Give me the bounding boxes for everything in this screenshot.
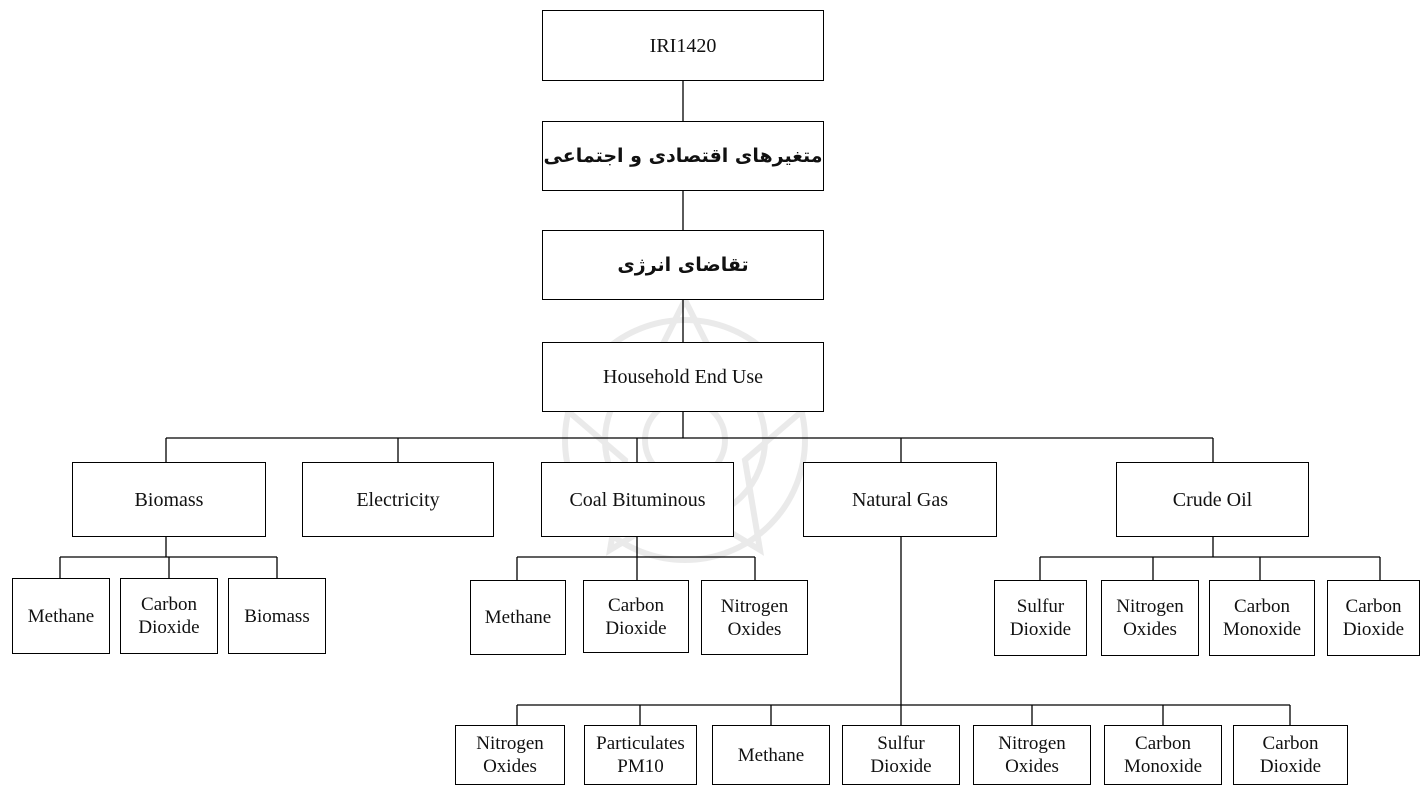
node-label-line-1: Carbon	[1135, 733, 1191, 754]
node-natural-gas: Natural Gas	[803, 462, 997, 537]
node-label-line-2: Monoxide	[1222, 619, 1302, 640]
node-label-line-2: Dioxide	[605, 617, 667, 639]
node-electricity: Electricity	[302, 462, 494, 537]
node-biomass-biomass: Biomass	[228, 578, 326, 654]
node-label: Household End Use	[603, 366, 763, 388]
node-label: متغیرهای اقتصادی و اجتماعی	[543, 145, 823, 167]
node-label: Methane	[484, 607, 552, 628]
node-energy-demand: تقاضای انرژی	[542, 230, 824, 300]
node-label: Natural Gas	[851, 488, 949, 511]
node-coal-nitrogen-oxides: Nitrogen Oxides	[701, 580, 808, 655]
node-coal-methane: Methane	[470, 580, 566, 655]
node-label: IRI1420	[649, 34, 717, 57]
node-biomass: Biomass	[72, 462, 266, 537]
node-label-line-2: PM10	[617, 756, 664, 777]
node-label-line-2: Dioxide	[1342, 619, 1405, 640]
node-label-line-1: Nitrogen	[1116, 596, 1184, 617]
node-label-line-1: Nitrogen	[720, 595, 789, 617]
node-biomass-carbon-dioxide: Carbon Dioxide	[120, 578, 218, 654]
node-label: Electricity	[356, 488, 440, 511]
node-label: Coal Bituminous	[569, 488, 706, 511]
node-label-line-2: Dioxide	[1009, 619, 1072, 640]
node-coal-bituminous: Coal Bituminous	[541, 462, 734, 537]
node-label-line-1: Sulfur	[1016, 596, 1065, 617]
node-label-line-2: Oxides	[1005, 756, 1059, 777]
node-label-line-1: Carbon	[608, 594, 664, 616]
node-oil-sulfur-dioxide: Sulfur Dioxide	[994, 580, 1087, 656]
node-socio-economic-variables: متغیرهای اقتصادی و اجتماعی	[542, 121, 824, 191]
node-gas-nitrogen-oxides-1: Nitrogen Oxides	[455, 725, 565, 785]
node-label-line-1: Sulfur	[877, 733, 925, 754]
node-label-line-1: Carbon	[141, 594, 197, 615]
node-label-line-1: Nitrogen	[998, 733, 1066, 754]
node-label-line-2: Oxides	[727, 618, 782, 640]
node-label: Biomass	[134, 488, 204, 511]
node-label: Crude Oil	[1172, 488, 1253, 511]
node-label: تقاضای انرژی	[617, 254, 749, 276]
node-crude-oil: Crude Oil	[1116, 462, 1309, 537]
node-oil-carbon-monoxide: Carbon Monoxide	[1209, 580, 1315, 656]
node-label-line-2: Monoxide	[1123, 756, 1203, 777]
node-label-line-2: Dioxide	[138, 617, 200, 638]
node-household-end-use: Household End Use	[542, 342, 824, 412]
node-label-line-1: Carbon	[1345, 596, 1402, 617]
node-gas-methane: Methane	[712, 725, 830, 785]
node-oil-carbon-dioxide: Carbon Dioxide	[1327, 580, 1420, 656]
node-label: Methane	[737, 744, 805, 766]
node-gas-carbon-dioxide: Carbon Dioxide	[1233, 725, 1348, 785]
node-label-line-2: Dioxide	[870, 756, 932, 777]
node-label-line-1: Particulates	[596, 733, 685, 754]
node-label-line-1: Nitrogen	[476, 733, 544, 754]
node-label-line-1: Carbon	[1234, 596, 1290, 617]
node-coal-carbon-dioxide: Carbon Dioxide	[583, 580, 689, 653]
node-label: Biomass	[244, 605, 310, 627]
node-label-line-1: Carbon	[1262, 733, 1319, 754]
node-label-line-2: Oxides	[483, 756, 537, 777]
node-label-line-2: Dioxide	[1259, 756, 1322, 777]
node-iri1420: IRI1420	[542, 10, 824, 81]
node-oil-nitrogen-oxides: Nitrogen Oxides	[1101, 580, 1199, 656]
node-biomass-methane: Methane	[12, 578, 110, 654]
node-gas-sulfur-dioxide: Sulfur Dioxide	[842, 725, 960, 785]
node-label: Methane	[27, 605, 95, 627]
node-label-line-2: Oxides	[1123, 619, 1177, 640]
node-gas-carbon-monoxide: Carbon Monoxide	[1104, 725, 1222, 785]
node-gas-nitrogen-oxides-2: Nitrogen Oxides	[973, 725, 1091, 785]
node-gas-particulates-pm10: Particulates PM10	[584, 725, 697, 785]
